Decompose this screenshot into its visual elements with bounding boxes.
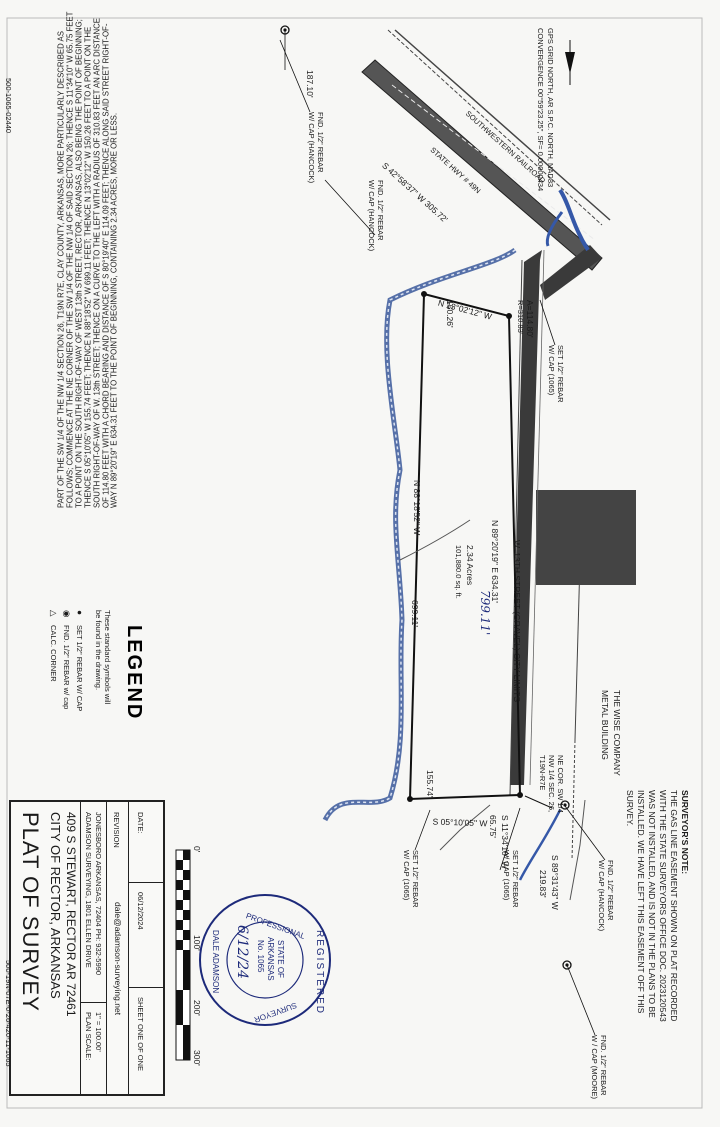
set-rebar-b2: W/ CAP (1065) [502,850,511,901]
legend-intro-2: be found in the drawing. [94,610,103,691]
date-label: DATE: [136,812,145,834]
city-line: CITY OF RECTOR, ARKANSAS [48,812,63,999]
west-distance: 150.26' [445,300,455,328]
south-distance: 699.11' [410,600,420,627]
ne-corner-line3: T19N-R7E [538,755,547,791]
set-rebar-a2: W/ CAP (1065) [547,345,556,396]
east-distance-2: 219.83' [538,870,548,898]
grid-note-line2: CONVERGENCE 00°59'23.25", SF= 0.00000434 [536,28,545,192]
scale-tick-100: 100' [192,935,202,951]
leader-lines [279,39,606,1036]
signature-date: 6/12/24 [234,925,250,979]
street-label: W. 13TH STREET (GRAVEL) CITY LIMITS [512,540,522,703]
grid-note-line1: GPS GRID NORTH, AR S.P.C. NORTH, NAD83 [546,28,555,188]
legend-label-1: SET 1/2" REBAR W/ CAP [75,625,84,712]
legend-symbol-1: ● [75,610,85,616]
found-rebar-hancock-3a: FND. 1/2" REBAR [606,860,615,921]
metal-building-label: METAL BUILDING [600,690,610,760]
north-arrow-icon [565,40,575,85]
seal-arkansas: ARKANSAS [266,937,275,981]
revision-label: REVISION [112,812,121,848]
arc-label: A=114.80' [525,300,535,338]
found-rebar-hancock-2a: FND. 1/2" REBAR [376,180,385,241]
highway-and-railroad [361,29,611,300]
highway-dim: 187.10' [305,70,315,98]
tie-distance: 65.75' [488,815,498,838]
scale-tick-200: 200' [192,1000,202,1016]
sheet-count: SHEET ONE OF ONE [136,997,145,1072]
surveyor-note-line1: THE GAS LINE EASEMENT SHOWN ON PLAT RECO… [669,790,679,1022]
set-rebar-b1: SET 1/2" REBAR [511,850,520,908]
legend-symbol-3: △ [49,610,59,617]
east-bearing-2: S 89°31'43" W [550,855,560,910]
scale-bar [175,849,191,1061]
ne-corner-line1: NE COR. SW 1/4 [556,755,565,813]
plan-scale-label: PLAN SCALE: [84,1012,93,1061]
found-rebar-hancock-1b: W/ CAP (HANCOCK) [307,112,316,184]
date-value: 06/12/2024 [136,892,145,930]
legend-label-3: CALC. CORNER [49,625,58,682]
handwritten-distance: 799.11' [478,590,492,636]
surveyor-note-line3: WAS NOT INSTALLED, AND IS NOT IN THE PLA… [647,790,657,1018]
scale-tick-0: 0' [192,846,202,853]
title-block: PLAT OF SURVEY CITY OF RECTOR, ARKANSAS … [9,800,165,1096]
wise-company-label: THE WISE COMPANY [612,690,622,776]
found-rebar-hancock-1a: FND. 1/2" REBAR [316,112,325,173]
surveyor-note-title: SURVEYOR'S NOTE: [680,790,690,875]
seal-ring-top: REGISTERED [314,930,325,1016]
document-id-top: 500-1065-02440 [4,78,13,134]
company-line-1: ADAMSON SURVEYING, 1801 ELLEN DRIVE [84,812,93,968]
legend-intro-1: These standard symbols will [103,610,112,705]
surveyor-note-line5: SURVEY. [625,790,635,827]
set-rebar-c1: SET 1/2" REBAR [411,850,420,908]
found-rebar-moore-b: W / CAP (MOORE) [590,1035,599,1100]
legend-symbol-2: ◉ [62,610,72,618]
plan-scale-value: 1" = 100.00' [94,1012,103,1052]
legend-label-2: FND. 1/2" REBAR w/ cap [62,625,71,710]
seal-state-of: STATE OF [276,940,285,978]
found-rebar-hancock-3b: W/ CAP (HANCOCK) [597,860,606,932]
surveyor-note-line4: INSTALLED. WE HAVE LEFT THIS EASEMENT OF… [636,790,646,1014]
scale-tick-300: 300' [192,1050,202,1066]
found-rebar-markers [280,25,572,970]
set-rebar-c2: W/ CAP (1065) [402,850,411,901]
arc-radius: R=310.83' [516,300,525,335]
metal-building-footprint [536,490,636,585]
south-line-label: N 88°18'52" W [412,480,422,536]
found-rebar-hancock-2b: W/ CAP (HANCOCK) [367,180,376,252]
seal-name: DALE ADAMSON [211,930,220,994]
parcel-boundary [407,291,553,809]
ne-corner-line2: NW 1/4 SEC. 26, [547,755,556,813]
address-line: 409 S STEWART, RECTOR AR 72461 [64,812,78,1017]
company-line-2: JONESBORO ARKANSAS, 72404 PH: 932-5990 [94,812,103,975]
email: dale@adamson-surveying.net [113,902,123,1016]
legend-title: LEGEND [123,625,145,721]
east-distance: 155.74' [425,770,435,798]
surveyor-seal [199,894,331,1026]
east-line-label: S 05°10'05" W [432,816,488,829]
found-rebar-moore-a: FND. 1/2" REBAR [599,1035,608,1096]
sheet-border [6,17,703,1109]
acreage: 2.34 Acres [465,545,475,586]
set-rebar-a1: SET 1/2" REBAR [556,345,565,403]
legal-description: PART OF THE SW 1/4 OF THE NW 1/4 SECTION… [56,11,120,508]
surveyor-note-line2: WITH THE STATE SURVEYORS OFFICE DOC. 202… [658,790,668,1022]
square-feet: 101,880.0 sq. ft. [454,545,463,599]
w-13th-street [509,249,636,861]
seal-number: No. 1065 [256,940,265,973]
plat-title: PLAT OF SURVEY [18,812,43,1012]
